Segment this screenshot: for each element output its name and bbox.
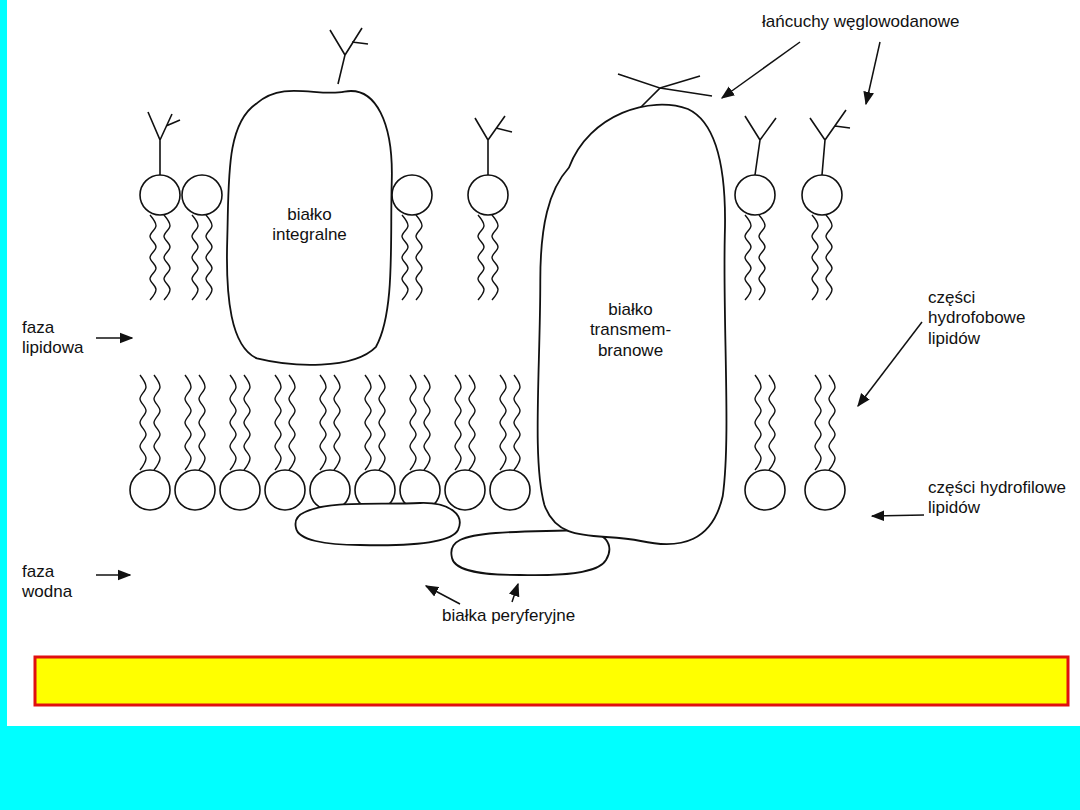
integral-protein: białko integralne (222, 80, 397, 370)
lipid-head (745, 470, 785, 510)
lipid-tail (275, 375, 281, 470)
leader-arrows (96, 42, 924, 604)
lipid-tail (230, 375, 236, 470)
lipid-tail (164, 215, 170, 300)
lipid-head (182, 175, 222, 215)
lipid-head (490, 470, 530, 510)
highlight-bar (35, 657, 1068, 705)
lipid-tail (769, 375, 775, 470)
lipid-head (265, 470, 305, 510)
lipid-tail (492, 215, 498, 300)
lipid-head (175, 470, 215, 510)
part-label: białka peryferyjne (442, 606, 662, 626)
lipid-tail (185, 375, 191, 470)
lipid-tail (455, 375, 461, 470)
lipid-tail (755, 375, 761, 470)
page-ground (7, 0, 1080, 726)
lipid-tail (365, 375, 371, 470)
part-label: części hydrofobowe lipidów (928, 288, 1068, 349)
lipid-tail (478, 215, 484, 300)
lipid-tail (424, 375, 430, 470)
lipid-tail (206, 215, 212, 300)
lipid-tail (759, 215, 765, 300)
transmembrane-protein: białko transmem- branowe (528, 100, 733, 550)
phase-label: faza lipidowa (22, 318, 94, 359)
lipid-tail (320, 375, 326, 470)
protein-label: białko integralne (255, 205, 365, 246)
lipid-tail (244, 375, 250, 470)
lipid-tail (199, 375, 205, 470)
lipid-tail (334, 375, 340, 470)
lipid-head (220, 470, 260, 510)
lipid-tail (192, 215, 198, 300)
lipid-head (392, 175, 432, 215)
lipid-tail (745, 215, 751, 300)
lipid-tail (402, 215, 408, 300)
lipid-head (140, 175, 180, 215)
lipid-tail (379, 375, 385, 470)
lipid-head (735, 175, 775, 215)
phase-label: faza wodna (22, 562, 94, 603)
lipid-head (445, 470, 485, 510)
protein-outline (222, 80, 397, 370)
lipid-head (130, 470, 170, 510)
lipid-tail (500, 375, 506, 470)
lipid-tail (410, 375, 416, 470)
lipid-tail (416, 215, 422, 300)
part-label: części hydrofilowe lipidów (928, 478, 1068, 519)
lipid-tail (469, 375, 475, 470)
lipid-head (802, 175, 842, 215)
lipid-tail (289, 375, 295, 470)
lipid-tail (812, 215, 818, 300)
protein-label: białko transmem- branowe (583, 300, 678, 361)
lipid-tail (140, 375, 146, 470)
lipid-tail (514, 375, 520, 470)
lipid-tail (150, 215, 156, 300)
lipid-head (805, 470, 845, 510)
lipid-tail (815, 375, 821, 470)
lipid-head (468, 175, 508, 215)
lipid-tail (826, 215, 832, 300)
carbohydrate-label: łańcuchy węglowodanowe (762, 12, 1062, 32)
lipid-tail (154, 375, 160, 470)
lipid-tail (829, 375, 835, 470)
